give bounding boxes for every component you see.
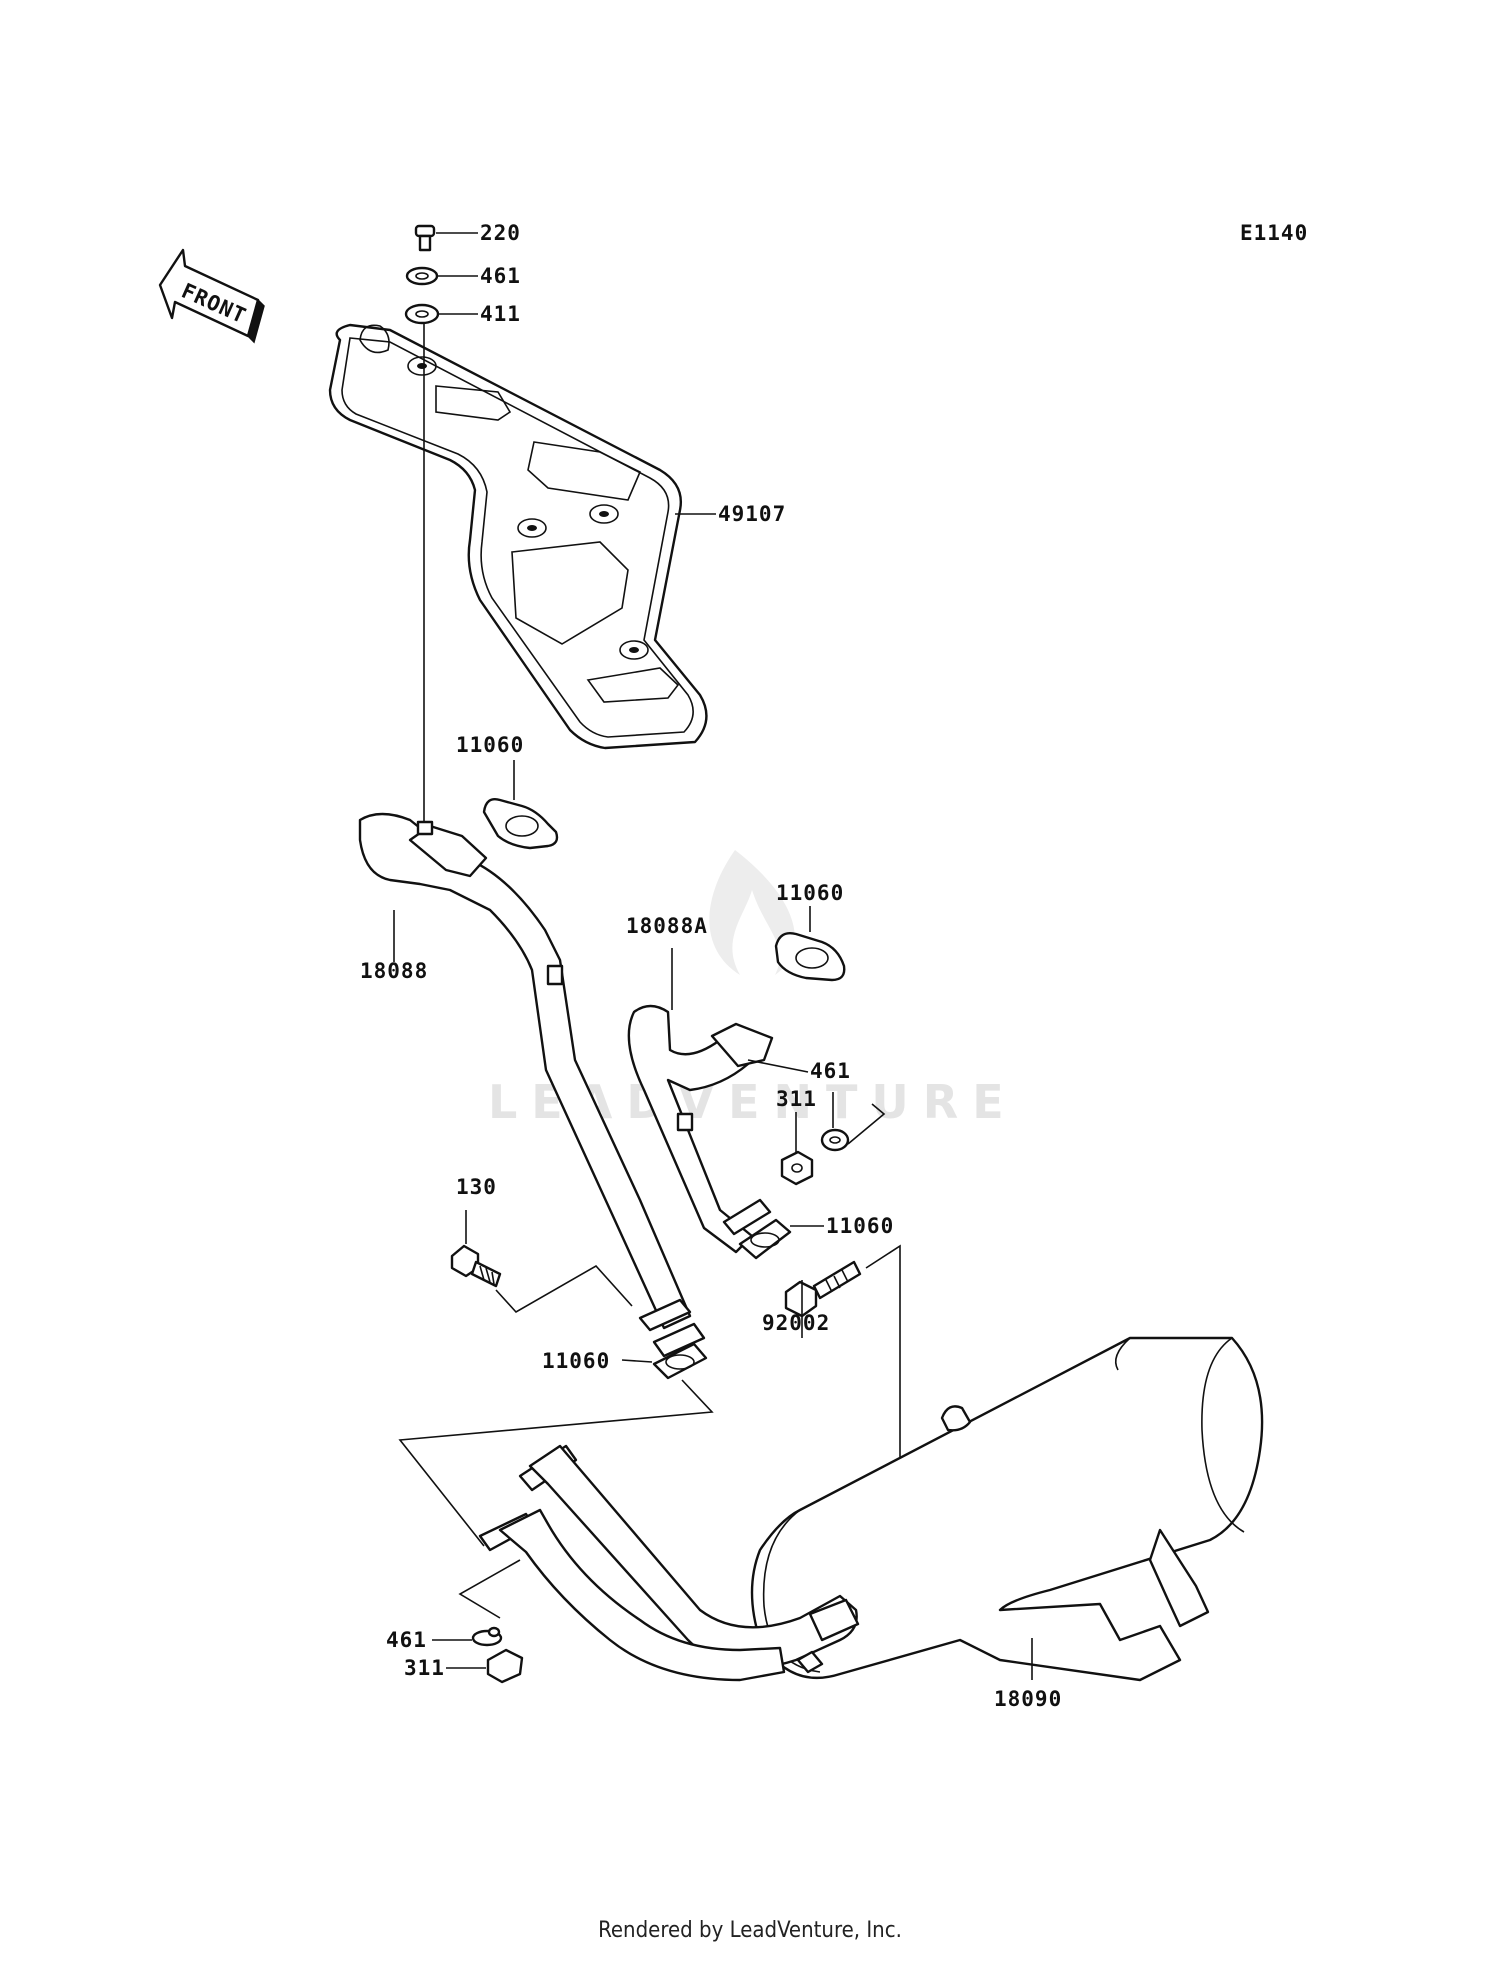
callout-11060-b[interactable]: 11060	[776, 881, 844, 905]
callout-311-bottom[interactable]: 311	[404, 1656, 445, 1680]
callout-11060-d[interactable]: 11060	[542, 1349, 610, 1373]
heat-shield-49107[interactable]	[328, 323, 708, 750]
muffler-inlet-pipes	[478, 1444, 860, 1682]
callout-92002[interactable]: 92002	[762, 1311, 830, 1335]
muffler-18090[interactable]	[750, 1336, 1264, 1682]
callout-18090[interactable]: 18090	[994, 1687, 1062, 1711]
callout-18088[interactable]: 18088	[360, 959, 428, 983]
nut-311-mid[interactable]	[780, 1150, 814, 1186]
callout-461-mid[interactable]: 461	[810, 1059, 851, 1083]
callout-411[interactable]: 411	[480, 302, 521, 326]
callout-11060-c[interactable]: 11060	[826, 1214, 894, 1238]
callout-311-mid[interactable]: 311	[776, 1087, 817, 1111]
lock-washer-461-bottom[interactable]	[471, 1626, 503, 1647]
callout-49107[interactable]: 49107	[718, 502, 786, 526]
exhaust-pipe-18088[interactable]	[358, 812, 706, 1358]
nut-311-bottom[interactable]	[486, 1648, 524, 1684]
bolt-220[interactable]	[414, 224, 436, 252]
lock-washer-461-top[interactable]	[405, 266, 439, 286]
callout-461-bottom[interactable]: 461	[386, 1628, 427, 1652]
gasket-11060-a[interactable]	[482, 798, 559, 850]
lock-washer-461-mid[interactable]	[820, 1128, 850, 1152]
callout-130[interactable]: 130	[456, 1175, 497, 1199]
gasket-11060-c[interactable]	[738, 1218, 792, 1260]
washer-411[interactable]	[404, 303, 440, 325]
exhaust-pipe-18088A[interactable]	[627, 1004, 774, 1254]
diagram-code: E1140	[1240, 221, 1308, 245]
front-arrow-icon: FRONT	[158, 248, 265, 344]
callout-220[interactable]: 220	[480, 221, 521, 245]
bolt-92002[interactable]	[784, 1260, 862, 1318]
callout-11060-a[interactable]: 11060	[456, 733, 524, 757]
gasket-11060-d[interactable]	[652, 1342, 708, 1380]
footer-credit: Rendered by LeadVenture, Inc.	[598, 1918, 902, 1943]
bolt-130[interactable]	[450, 1244, 502, 1288]
callout-18088A[interactable]: 18088A	[626, 914, 708, 938]
gasket-11060-b[interactable]	[774, 932, 846, 982]
callout-461-top[interactable]: 461	[480, 264, 521, 288]
